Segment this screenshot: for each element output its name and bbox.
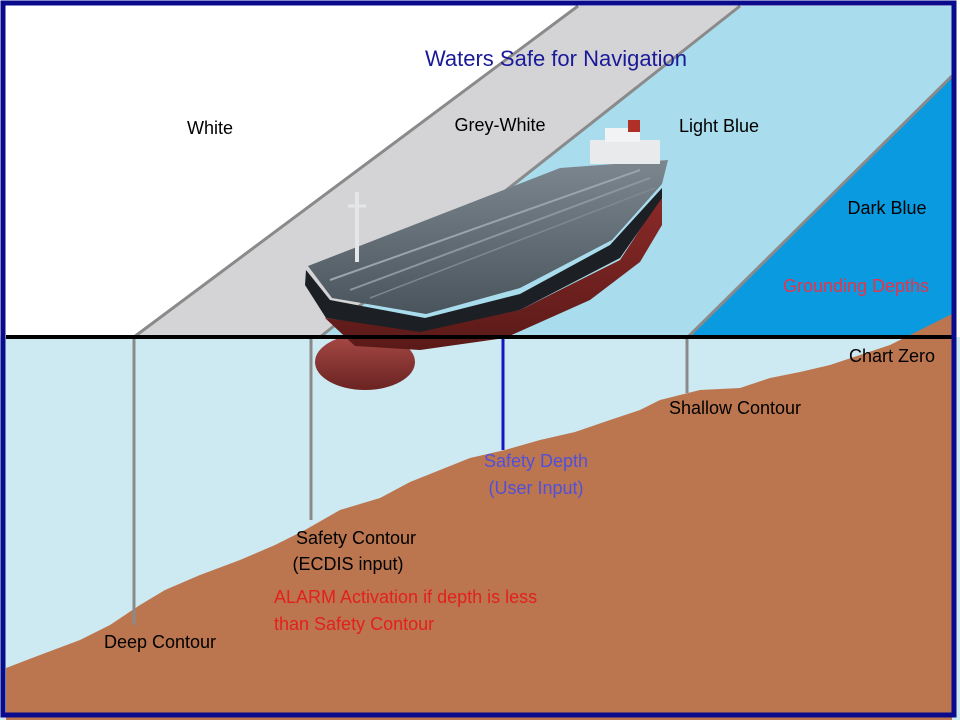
grey-boundary-line <box>686 74 954 339</box>
shallow-contour-label: Shallow Contour <box>669 398 801 418</box>
ship-deck <box>308 160 668 314</box>
alarm-label-line2: than Safety Contour <box>274 614 434 634</box>
diagram-title: Waters Safe for Navigation <box>425 46 687 71</box>
ship-deck-pipe <box>329 169 641 281</box>
seabed <box>6 314 952 720</box>
deep-contour-label: Deep Contour <box>104 632 216 652</box>
ship-lower-hull <box>325 196 662 350</box>
safety-contour-label-line2: (ECDIS input) <box>292 554 403 574</box>
tanker-ship <box>305 120 668 390</box>
ship-funnel <box>628 120 640 132</box>
ship-hull-side <box>305 188 662 332</box>
alarm-label-line1: ALARM Activation if depth is less <box>274 587 537 607</box>
zone-label-light-blue: Light Blue <box>679 116 759 136</box>
safety-contour-label-line1: Safety Contour <box>296 528 416 548</box>
ship-deck-pipe <box>349 177 651 291</box>
zone-label-dark-blue: Dark Blue <box>847 198 926 218</box>
grounding-depths-label: Grounding Depths <box>783 276 929 296</box>
safety-depth-label-line2: (User Input) <box>488 478 583 498</box>
grey-boundary-line <box>133 4 579 339</box>
zone-label-grey-white: Grey-White <box>454 115 545 135</box>
grey-white-zone <box>134 6 740 337</box>
chart-zero-label: Chart Zero <box>849 346 935 366</box>
ship-deck-pipe <box>369 187 656 299</box>
safety-depth-label-line1: Safety Depth <box>484 451 588 471</box>
zone-label-white: White <box>187 118 233 138</box>
ship-superstructure <box>590 140 660 164</box>
